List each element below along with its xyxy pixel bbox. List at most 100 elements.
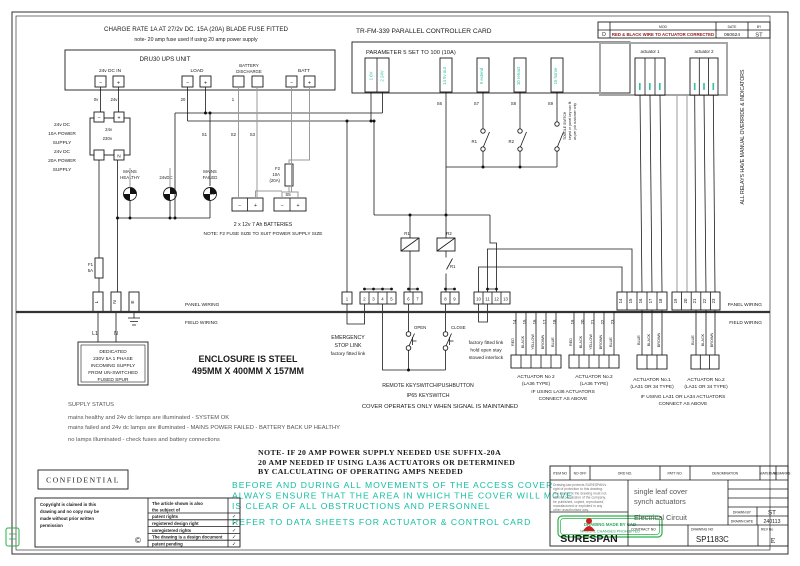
wire-s7: S7 [474, 101, 480, 106]
la36-wire-18: 18 [552, 319, 557, 324]
charge-rate-line1: CHARGE RATE 1A AT 27/2v DC. 15A (20A) BL… [104, 26, 288, 33]
psu-neutral-label: N [117, 154, 121, 160]
la36-wire-20: 20 [580, 319, 585, 324]
terminal-23: 23 [711, 298, 716, 303]
la36-wire-17: 17 [542, 319, 547, 324]
incoming-line2: 230V 5A 1 PHASE [93, 356, 133, 362]
ups-terminal-load: LOAD [190, 68, 204, 74]
la36-actuator2-label: ACTUATOR No.2 [575, 374, 613, 380]
th-ord-no: ORD NO. [618, 472, 633, 476]
la36-actuator2-type: (LA36 TYPE) [580, 381, 609, 387]
terminal-10: 10 [476, 297, 481, 302]
wire-color-yellow: YELLOW [589, 334, 593, 350]
contact-r2-label: R2 [509, 139, 515, 144]
terminal-18: 18 [658, 298, 663, 303]
la36-wire-19: 19 [570, 319, 575, 324]
confidential-stamp: CONFIDENTIAL [46, 476, 120, 485]
supply-status-line2: mains failed and 24v dc lamps are illumi… [68, 425, 340, 431]
cad-badge: DRAWING MADE BY CAD MANUAL CHANGES PROHI… [557, 515, 663, 538]
terminal-17: 17 [648, 298, 653, 303]
confidential-block: CONFIDENTIAL Copyright is claimed in thi… [34, 469, 241, 548]
polarity-plus: + [117, 116, 120, 122]
incoming-supply: DEDICATED 230V 5A 1 PHASE INCOMING SUPPL… [77, 341, 149, 386]
terminal-12: 12 [494, 297, 499, 302]
refer-note: REFER TO DATA SHEETS FOR ACTUATOR & CONT… [232, 517, 531, 527]
rights-row-2: registered design right [152, 521, 199, 526]
wire-color-black: BLACK [521, 335, 525, 348]
la36-wire-14: 14 [512, 319, 517, 324]
th-remarks: REMARKS [774, 472, 792, 476]
warning-line1: BEFORE AND DURING ALL MOVEMENTS OF THE A… [232, 480, 553, 490]
polarity-minus: − [97, 116, 100, 122]
ups-terminal-battery: BATTERY [239, 63, 259, 68]
enclosure-note: ENCLOSURE IS STEEL 495MM X 400MM X 157MM [192, 354, 304, 376]
rights-row-4: The drawing is a design document [152, 535, 223, 540]
actuator-connectors: actuator 1 actuator 2 [599, 42, 728, 96]
terminal-1: 1 [346, 297, 349, 302]
lamp-icon [123, 187, 137, 201]
remote-keyswitch-line1: REMOTE KEYSWITCH/PUSHBUTTON [382, 383, 474, 389]
relay-r1-label: R1 [404, 231, 410, 236]
cover-note: COVER OPERATES ONLY WHEN SIGNAL IS MAINT… [362, 404, 518, 410]
card-term-home: 15 home [553, 67, 558, 84]
fuse-f2-rating: 10A [272, 172, 280, 177]
battery-note: NOTE: F2 FUSE SIZE TO SUIT POWER SUPPLY … [204, 231, 323, 237]
panel-wiring-label-right: PANEL WIRING [728, 302, 763, 308]
polarity-minus: − [238, 203, 241, 209]
psu-caption-1: 24v DC [54, 122, 71, 128]
ups-terminal-batt: BATT [298, 68, 310, 74]
note20-line2: 20 AMP NEEDED IF USING LA36 ACTUATORS OR… [258, 458, 515, 467]
wire-s5: S5 [285, 192, 291, 197]
la31-wiring: BLUE BLACK BROWN BLUE BLACK BROWN ACTUAT… [630, 332, 728, 407]
terminal-9: 9 [453, 297, 456, 302]
copyright-line4: permission [40, 523, 63, 528]
card-term-0v: 1 0V [369, 71, 374, 80]
polarity-minus: − [99, 81, 102, 87]
ups-terminal-discharge: DISCHARGE [236, 69, 262, 74]
label-L1: L1 [92, 331, 98, 337]
battery-caption: 2 x 12v 7 Ah BATTERIES [234, 222, 293, 228]
terminal-20: 20 [683, 298, 688, 303]
rights-intro-2: the subject of [152, 508, 181, 513]
wire-20: 20 [181, 97, 186, 102]
wire-color-brown: BROWN [710, 332, 714, 347]
incoming-terminals: L N E L1 N [92, 291, 140, 337]
surespan-logo: SURESPAN [560, 518, 618, 545]
cad-badge-line2: MANUAL CHANGES PROHIBITED [580, 530, 640, 534]
legal-line5: be published, copied, reproduced, [553, 500, 604, 504]
terminal-4: 4 [381, 297, 384, 302]
la31-note-line2: CONNECT AS ABOVE [659, 401, 708, 407]
rights-row-1: patent rights [152, 514, 179, 519]
title-block: ITEM NO NO OFF ORD NO. PATT NO. DENOMINA… [549, 465, 792, 547]
terminal-strips-right: 14 15 16 17 18 19 20 21 22 23 [616, 291, 721, 311]
factory-link-line2: hold open stay [470, 348, 502, 354]
remote-keyswitch-line2: IP65 KEYSWITCH [407, 393, 450, 399]
indicator-lamps: MAINS HEALTHY 24vDC MAINS FAILED [120, 169, 217, 201]
la36-wire-16: 16 [532, 319, 537, 324]
incoming-line3: INCOMING SUPPLY [91, 363, 136, 369]
ups-title: DRU30 UPS UNIT [140, 56, 191, 63]
terminal-E: E [130, 300, 136, 303]
wire-1: 1 [232, 97, 235, 102]
legal-line2: right of protection to this drawing. [553, 487, 603, 491]
toggle-note-3: as per job customer only [573, 103, 577, 140]
supply-status-title: SUPPLY STATUS [68, 402, 114, 408]
terminal-13: 13 [503, 297, 508, 302]
copyright-line2: drawing and no copy may be [40, 509, 100, 514]
legal-line1: Drawing law protects SURESPAN's [553, 483, 606, 487]
wire-s8: S8 [511, 101, 517, 106]
la31-actuator2-label: ACTUATOR No.2 [687, 377, 725, 383]
la36-actuator1-label: ACTUATOR No 2 [517, 374, 555, 380]
rev-label: REV No [761, 528, 773, 532]
polarity-plus: + [308, 81, 311, 87]
fuse-f2-rating2: (20A) [269, 178, 280, 183]
fuse-f1-label: F1 [88, 262, 94, 267]
terminal-6: 6 [407, 297, 410, 302]
legal-line4: without permission of the company, [553, 496, 606, 500]
polarity-plus: + [296, 203, 299, 209]
wire-color-black: BLACK [701, 333, 705, 346]
warning-line2: ALWAYS ENSURE THAT THE AREA IN WHICH THE… [232, 491, 573, 501]
polarity-plus: + [254, 203, 257, 209]
controller-card: TR-FM-339 PARALLEL CONTROLLER CARD PARAM… [351, 28, 631, 144]
